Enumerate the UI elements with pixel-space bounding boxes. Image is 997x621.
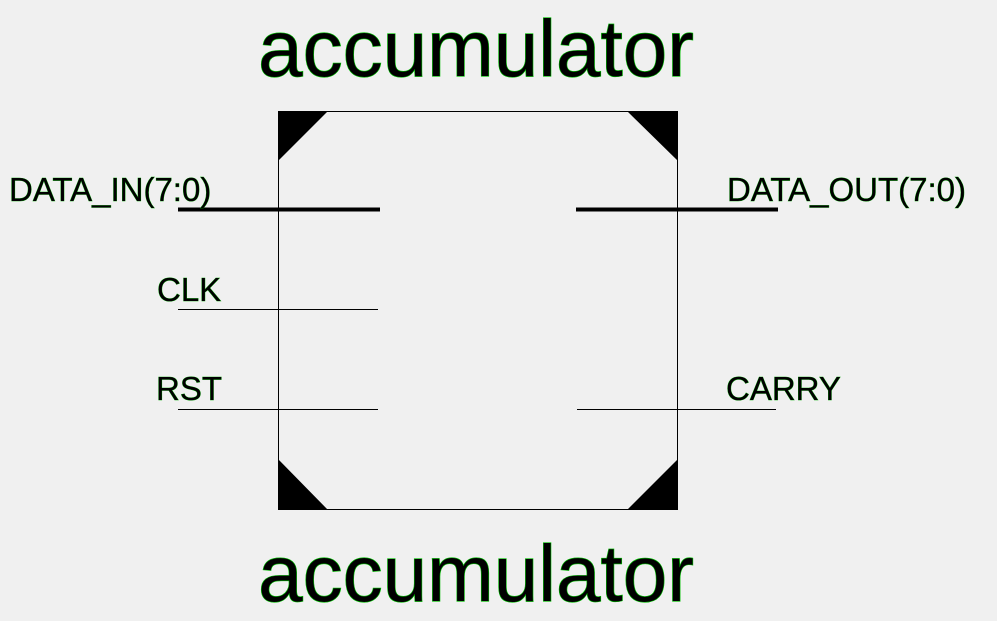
corner-marker-bottom-left	[278, 459, 328, 510]
corner-marker-top-left	[278, 111, 328, 161]
pin-data-in-label: DATA_IN(7:0)	[9, 171, 211, 208]
pin-data-in[interactable]: DATA_IN(7:0)	[9, 171, 380, 212]
pin-data-out-label: DATA_OUT(7:0)	[727, 171, 966, 208]
corner-marker-top-right	[627, 111, 678, 161]
component-outline	[278, 111, 678, 510]
pin-rst[interactable]: RST	[156, 370, 378, 410]
symbol-name-top: accumulator	[258, 4, 694, 93]
pin-data-out[interactable]: DATA_OUT(7:0)	[576, 171, 966, 212]
pin-clk-label: CLK	[157, 271, 221, 308]
component-body[interactable]	[278, 111, 678, 510]
symbol-name-bottom: accumulator	[258, 529, 694, 618]
corner-marker-bottom-right	[627, 459, 678, 510]
pin-rst-label: RST	[156, 370, 222, 407]
pin-clk[interactable]: CLK	[157, 271, 378, 310]
pin-carry-label: CARRY	[726, 370, 841, 407]
pin-carry[interactable]: CARRY	[577, 370, 841, 410]
